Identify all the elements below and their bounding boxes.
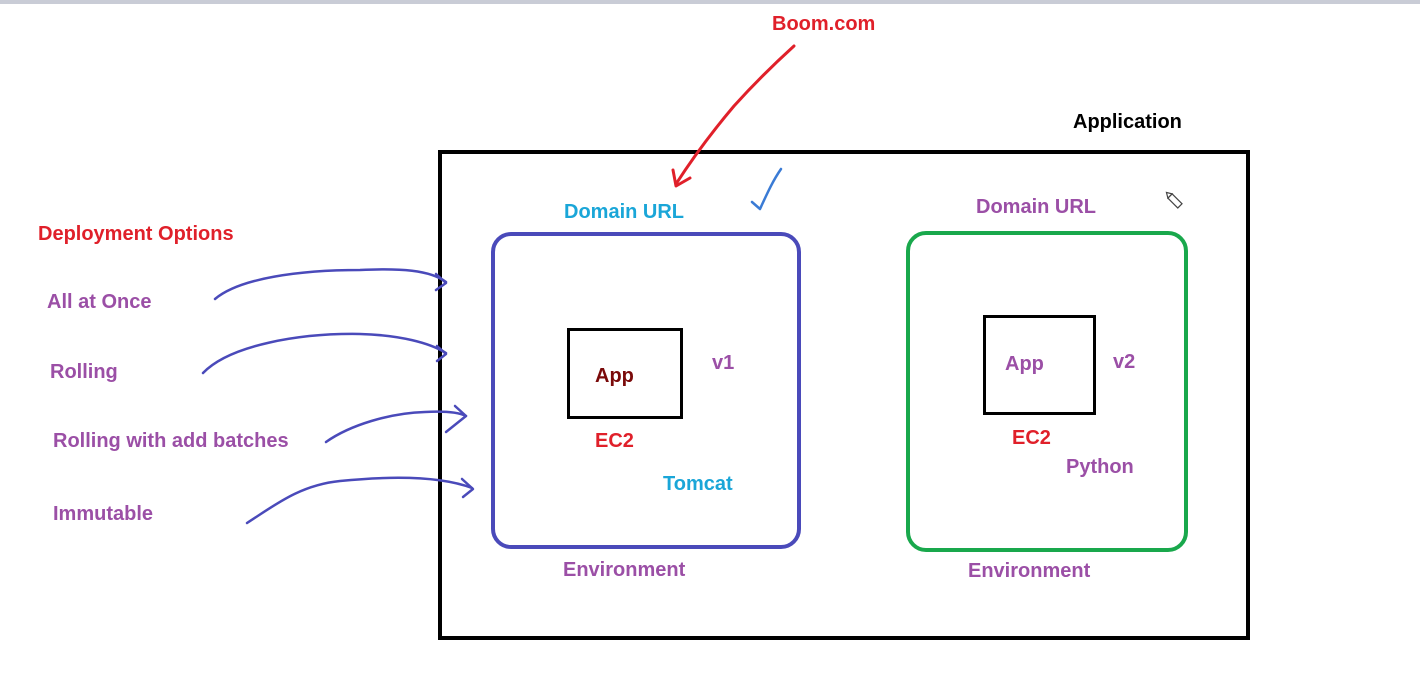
environment-box-right <box>906 231 1188 552</box>
version-right: v2 <box>1113 351 1136 373</box>
app-label-right: App <box>1005 353 1044 375</box>
option-all-at-once: All at Once <box>47 291 152 313</box>
application-label: Application <box>1073 111 1182 133</box>
arrow-rolling <box>201 332 448 375</box>
arrow-immutable <box>245 476 474 525</box>
arrow-all-at-once <box>213 268 448 301</box>
domain-url-right: Domain URL <box>976 196 1096 218</box>
environment-box-left <box>491 232 801 549</box>
option-rolling-with-batches: Rolling with add batches <box>53 430 289 452</box>
arrow-head-rolling <box>435 344 448 363</box>
app-box-left <box>567 328 683 419</box>
red-arrow-head <box>671 168 692 188</box>
app-label-left: App <box>595 365 634 387</box>
application-box <box>438 150 1250 640</box>
arrow-head-rolling-batches <box>444 404 468 434</box>
environment-label-left: Environment <box>563 559 686 581</box>
deployment-options-heading: Deployment Options <box>38 223 234 245</box>
domain-url-left: Domain URL <box>564 201 684 223</box>
ec2-label-left: EC2 <box>595 430 634 452</box>
version-left: v1 <box>712 352 735 374</box>
checkmark-icon <box>750 167 783 211</box>
environment-label-right: Environment <box>968 560 1091 582</box>
option-rolling: Rolling <box>50 361 118 383</box>
arrow-head-immutable <box>460 477 475 499</box>
app-box-right <box>983 315 1096 415</box>
platform-left: Tomcat <box>663 473 733 495</box>
arrow-head-all-at-once <box>434 272 448 292</box>
red-arrow <box>674 44 796 186</box>
arrow-rolling-batches <box>324 410 468 444</box>
top-bar <box>0 0 1420 4</box>
ec2-label-right: EC2 <box>1012 427 1051 449</box>
option-immutable: Immutable <box>53 503 154 525</box>
site-title: Boom.com <box>772 13 876 35</box>
pencil-icon <box>1165 191 1183 209</box>
platform-right: Python <box>1066 456 1134 478</box>
